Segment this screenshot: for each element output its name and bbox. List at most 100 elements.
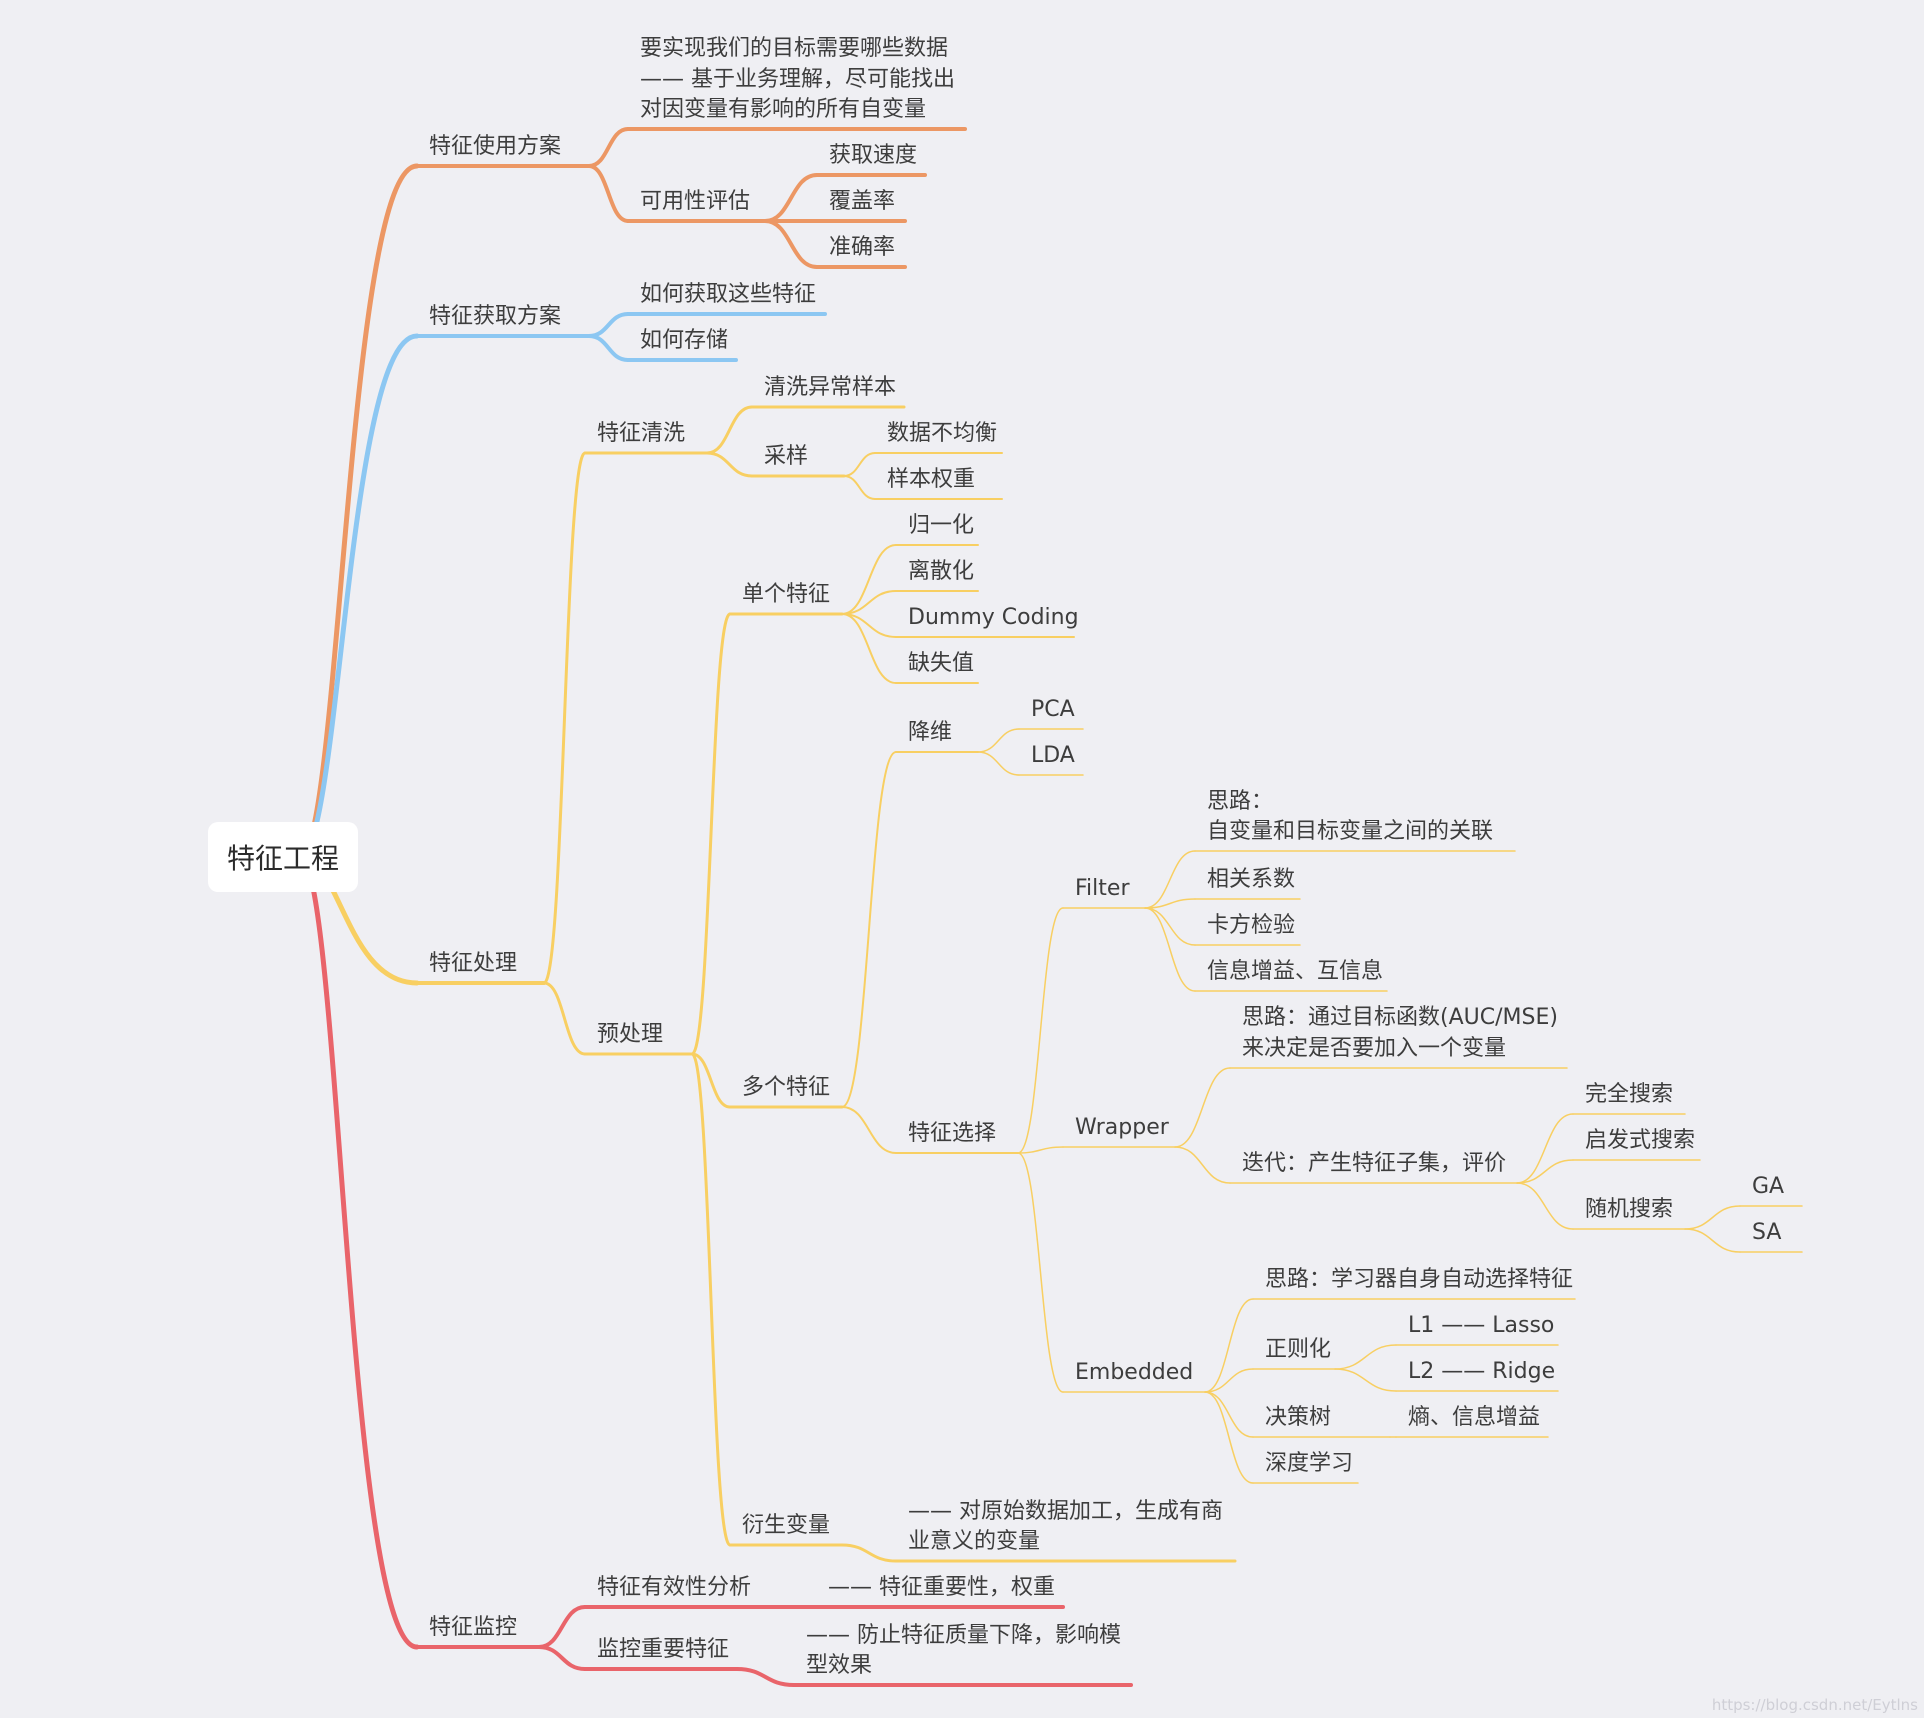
node-full-search[interactable]: 完全搜索	[1585, 1082, 1674, 1107]
connector-single-normalize	[841, 544, 897, 615]
node-process[interactable]: 特征处理	[429, 951, 518, 976]
connector-regularization-l1	[1334, 1344, 1397, 1370]
node-usage-req-3[interactable]: 对因变量有影响的所有自变量	[640, 97, 927, 122]
node-how-get[interactable]: 如何获取这些特征	[640, 282, 817, 307]
connector-monitor_important-monitor_desc_2	[735, 1667, 796, 1687]
root-node[interactable]: 特征工程	[208, 822, 358, 892]
node-iterate[interactable]: 迭代：产生特征子集，评价	[1242, 1151, 1507, 1176]
node-l2[interactable]: L2 —— Ridge	[1408, 1359, 1556, 1384]
node-derived-desc-1[interactable]: —— 对原始数据加工，生成有商	[908, 1499, 1223, 1524]
connector-derived-derived_desc_2	[840, 1543, 898, 1563]
node-random-search[interactable]: 随机搜索	[1585, 1197, 1674, 1222]
node-monitor-important[interactable]: 监控重要特征	[597, 1637, 730, 1662]
node-preprocess[interactable]: 预处理	[597, 1022, 664, 1047]
node-clean-outlier[interactable]: 清洗异常样本	[764, 375, 897, 400]
connector-sampling-sample_weight	[843, 475, 876, 500]
node-validity[interactable]: 特征有效性分析	[597, 1575, 752, 1600]
node-entropy[interactable]: 熵、信息增益	[1408, 1405, 1541, 1430]
node-usage[interactable]: 特征使用方案	[429, 134, 562, 159]
node-sa[interactable]: SA	[1752, 1220, 1782, 1245]
connector-iterate-full_search	[1516, 1113, 1574, 1184]
node-derived[interactable]: 衍生变量	[742, 1513, 831, 1538]
node-normalize[interactable]: 归一化	[908, 513, 975, 538]
node-derived-desc-2[interactable]: 业意义的变量	[908, 1529, 1041, 1554]
connector-wrapper-wrapper_idea_2	[1174, 1067, 1231, 1148]
node-usage-req-1[interactable]: 要实现我们的目标需要哪些数据	[640, 36, 949, 61]
node-monitor-desc-2[interactable]: 型效果	[806, 1653, 873, 1678]
connector-process-preprocess	[542, 981, 587, 1056]
node-usability[interactable]: 可用性评估	[640, 189, 751, 214]
node-wrapper-idea-2[interactable]: 来决定是否要加入一个变量	[1242, 1036, 1507, 1061]
connector-usage-usability	[587, 164, 630, 223]
connector-filter-corr	[1144, 898, 1196, 909]
connector-filter-chi2	[1144, 907, 1196, 946]
node-clean[interactable]: 特征清洗	[597, 421, 686, 446]
node-chi2[interactable]: 卡方检验	[1207, 913, 1296, 938]
node-pca[interactable]: PCA	[1031, 697, 1075, 722]
connector-preprocess-single	[690, 612, 732, 1056]
connector-preprocess-multi	[690, 1052, 732, 1109]
node-filter-idea-1[interactable]: 思路：	[1207, 789, 1274, 814]
connector-wrapper-iterate	[1174, 1146, 1231, 1184]
node-monitor-desc-1[interactable]: —— 防止特征质量下降，影响模	[806, 1623, 1121, 1648]
node-dummy[interactable]: Dummy Coding	[908, 605, 1079, 630]
node-multi[interactable]: 多个特征	[742, 1075, 831, 1100]
node-info-gain[interactable]: 信息增益、互信息	[1207, 959, 1384, 984]
node-tree[interactable]: 决策树	[1265, 1405, 1332, 1430]
connector-embedded-deep	[1204, 1391, 1254, 1484]
node-filter[interactable]: Filter	[1075, 876, 1130, 901]
node-discretize[interactable]: 离散化	[908, 559, 975, 584]
watermark: https://blog.csdn.net/Eytlns	[1711, 1696, 1918, 1714]
connector-usability-accuracy	[763, 219, 819, 269]
node-deep[interactable]: 深度学习	[1265, 1451, 1354, 1476]
node-filter-idea-2[interactable]: 自变量和目标变量之间的关联	[1207, 819, 1494, 844]
connector-selection-filter	[1017, 907, 1064, 1154]
connector-multi-dimred	[841, 751, 897, 1108]
node-validity-desc[interactable]: —— 特征重要性，权重	[828, 1575, 1055, 1600]
connector-random_search-sa	[1684, 1228, 1741, 1253]
connector-usage-usage_req_3	[587, 127, 630, 168]
node-sample-weight[interactable]: 样本权重	[887, 467, 976, 492]
node-regularization[interactable]: 正则化	[1265, 1337, 1332, 1362]
node-corr[interactable]: 相关系数	[1207, 867, 1296, 892]
connector-embedded-embedded_idea	[1204, 1298, 1254, 1393]
connector-acquire-how_store	[587, 334, 630, 362]
connector-preprocess-derived	[690, 1052, 732, 1547]
connector-filter-filter_idea_2	[1144, 850, 1196, 909]
node-wrapper-idea-1[interactable]: 思路：通过目标函数(AUC/MSE)	[1242, 1005, 1558, 1030]
node-acquire[interactable]: 特征获取方案	[429, 304, 562, 329]
node-embedded-idea[interactable]: 思路：学习器自身自动选择特征	[1265, 1267, 1574, 1292]
node-ga[interactable]: GA	[1752, 1174, 1785, 1199]
node-coverage[interactable]: 覆盖率	[829, 189, 896, 214]
node-selection[interactable]: 特征选择	[908, 1121, 997, 1146]
connector-clean-sampling	[705, 451, 754, 478]
connector-embedded-tree	[1204, 1391, 1254, 1438]
node-missing[interactable]: 缺失值	[908, 651, 975, 676]
connector-iterate-random_search	[1516, 1182, 1574, 1230]
node-single[interactable]: 单个特征	[742, 582, 831, 607]
node-wrapper[interactable]: Wrapper	[1075, 1115, 1169, 1140]
node-sampling[interactable]: 采样	[764, 444, 809, 469]
node-dimred[interactable]: 降维	[908, 720, 953, 745]
connector-acquire-how_get	[587, 312, 630, 338]
node-l1[interactable]: L1 —— Lasso	[1408, 1313, 1555, 1338]
connector-iterate-heuristic	[1516, 1159, 1574, 1184]
connector-sampling-imbalance	[843, 452, 876, 477]
node-how-store[interactable]: 如何存储	[640, 328, 729, 353]
node-lda[interactable]: LDA	[1031, 743, 1075, 768]
connector-regularization-l2	[1334, 1368, 1397, 1392]
node-usage-req-2[interactable]: —— 基于业务理解，尽可能找出	[640, 67, 955, 92]
node-accuracy[interactable]: 准确率	[829, 235, 896, 260]
connector-selection-wrapper	[1017, 1146, 1064, 1154]
connector-multi-selection	[841, 1106, 897, 1154]
connector-dimred-lda	[977, 751, 1020, 776]
connector-random_search-ga	[1684, 1205, 1741, 1230]
connector-dimred-pca	[977, 728, 1020, 753]
node-monitor[interactable]: 特征监控	[429, 1615, 518, 1640]
node-speed[interactable]: 获取速度	[829, 143, 918, 168]
connector-process-clean	[542, 451, 587, 985]
node-imbalance[interactable]: 数据不均衡	[887, 421, 998, 446]
node-heuristic[interactable]: 启发式搜索	[1585, 1128, 1696, 1153]
branch-connector-monitor	[297, 854, 420, 1650]
node-embedded[interactable]: Embedded	[1075, 1360, 1194, 1385]
